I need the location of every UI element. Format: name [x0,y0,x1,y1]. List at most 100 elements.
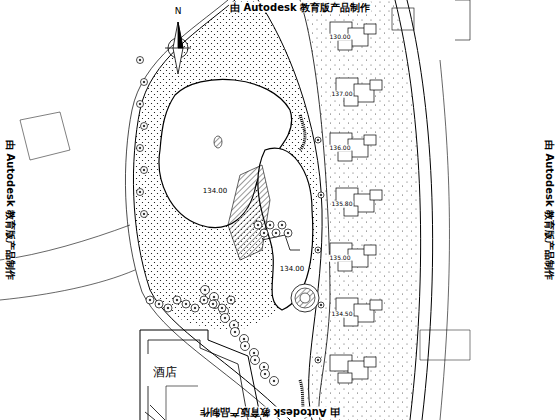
tree-center [212,303,214,305]
tree-symbol [241,342,250,351]
villa-footprint [370,190,382,200]
plan-g [165,22,191,74]
tree-center [273,380,275,382]
tree-symbol [315,247,321,253]
tree-symbol [137,101,144,108]
tree-center [143,81,145,83]
elevation-mark: 130.00 [329,34,352,41]
tree-symbol [164,304,172,312]
plan-circle [295,288,315,308]
plan-path [178,22,183,48]
villa-footprint [338,373,352,383]
tree-center [275,232,277,234]
elevation-mark: 137.00 [331,91,354,98]
tree-symbol [318,192,324,198]
tree-symbol [227,296,235,304]
villa-footprint [370,300,382,310]
villa-footprint [338,151,352,161]
tree-center [139,147,141,149]
tree-center [224,317,226,319]
plan-path [148,340,149,420]
tree-center [243,338,245,340]
tree-symbol [254,221,262,229]
tree-center [213,296,215,298]
tree-symbol [173,296,181,304]
tree-symbol [200,296,208,304]
tree-center [185,303,187,305]
tree-center [254,359,256,361]
tree-center [139,191,141,193]
plan-path [0,270,135,300]
tree-symbol [260,229,268,237]
tree-center [167,307,169,309]
villa-footprint [364,245,376,255]
villa-footprint [338,40,352,50]
villa-footprint [364,135,376,145]
watermark: 由 Autodesk 教育版产品制作 [229,2,371,13]
tree-symbol [278,221,286,229]
tree-center [143,169,145,171]
villa-footprint [364,24,376,34]
villa-footprint [370,80,382,90]
plan-path [395,0,421,420]
tree-center [320,194,322,196]
tree-center [143,213,145,215]
tree-symbol [218,304,226,312]
plan-path [455,0,470,40]
villa-footprint [344,206,358,216]
elevation-mark: 134.50 [331,311,354,318]
building-name: 酒店 [152,366,178,379]
plan-path [20,112,70,160]
tree-symbol [318,302,324,308]
elevation-mark: 136.00 [329,145,352,152]
tree-center [263,232,265,234]
tree-symbol [221,314,230,323]
tree-center [263,366,265,368]
tree-center [320,304,322,306]
tree-symbol [315,357,321,363]
tree-center [317,249,319,251]
tree-center [203,299,205,301]
tree-center [287,232,289,234]
villa-footprint [344,96,358,106]
watermark: 由 Autodesk 教育版产品制作 [5,139,16,281]
plan-path [300,115,305,150]
plan-circle [291,284,319,312]
plan-path [165,48,191,49]
tree-symbol [191,304,199,312]
villa-footprint [364,357,376,367]
tree-symbol [141,211,148,218]
tree-center [143,125,145,127]
tree-center [269,224,271,226]
tree-center [194,307,196,309]
plan-g [330,22,382,383]
plan-path [440,60,449,420]
tree-center [264,373,266,375]
tree-symbol [137,189,144,196]
tree-center [139,103,141,105]
tree-symbol [209,300,217,308]
tree-center [257,224,259,226]
tree-center [230,299,232,301]
tree-center [176,299,178,301]
tree-center [139,59,141,61]
tree-center [204,289,206,291]
watermark: 由 Autodesk 教育版产品制作 [199,407,341,418]
north-label: N [174,7,183,17]
tree-symbol [261,370,270,379]
elevation-mark: 134.00 [279,266,306,274]
tree-symbol [141,79,148,86]
plan-circle [300,293,310,303]
plan-g [137,57,325,386]
elevation-mark: 134.00 [202,188,229,196]
tree-center [317,139,319,141]
tree-symbol [146,296,154,304]
tree-symbol [270,377,279,386]
elevation-mark: 135.00 [329,255,352,262]
tree-center [149,299,151,301]
tree-symbol [231,328,240,337]
tree-center [158,303,160,305]
tree-symbol [182,300,190,308]
